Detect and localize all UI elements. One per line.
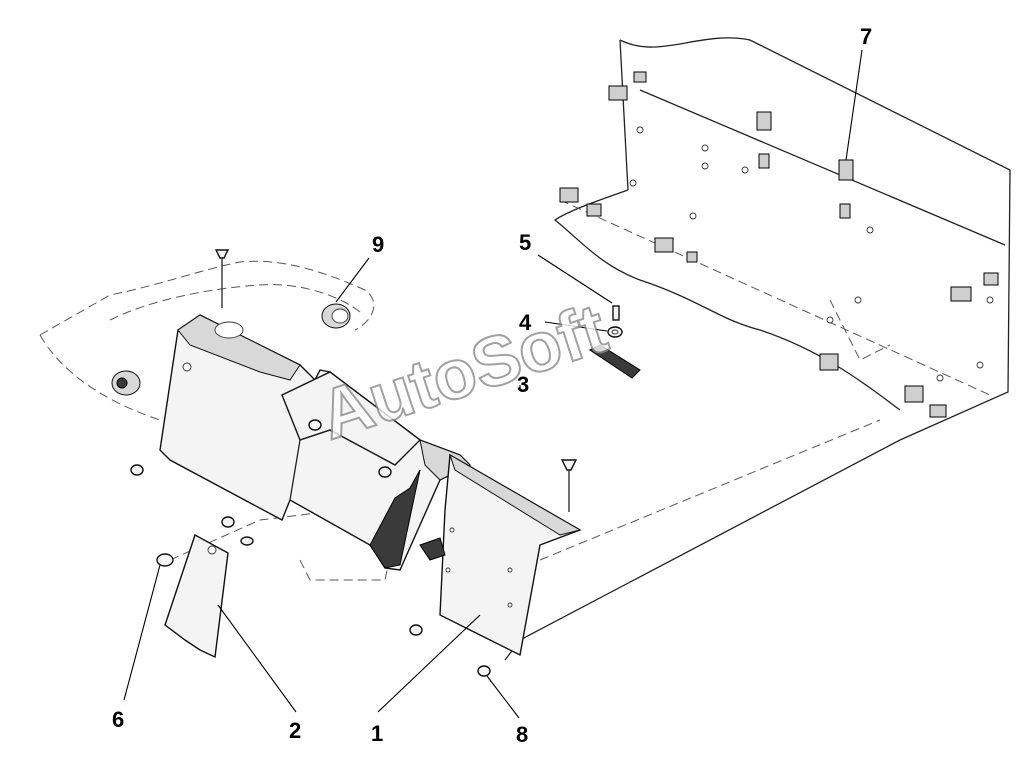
cover-plate: [164, 533, 229, 659]
screw: [477, 665, 491, 677]
callout-1: 1: [371, 721, 383, 746]
speed-nut-clip: [608, 85, 628, 101]
side-panel: [419, 453, 582, 657]
washer: [607, 326, 623, 338]
callout-7: 7: [860, 24, 872, 49]
screw: [409, 624, 423, 636]
callout-9: 9: [372, 232, 384, 257]
watermark: AutoSoft: [311, 289, 616, 454]
leader-lines: [123, 49, 863, 719]
speed-nut-clip: [586, 203, 602, 217]
callout-8: 8: [516, 722, 528, 747]
bolt: [612, 305, 620, 321]
cap-plug: [321, 303, 351, 329]
callout-6: 6: [112, 707, 124, 732]
speed-nut-clip: [633, 71, 647, 83]
speed-nut-clip: [904, 385, 924, 403]
screw: [130, 464, 144, 476]
speed-nut-clip: [983, 272, 999, 286]
speed-nut-clip: [758, 153, 770, 169]
screw: [308, 419, 322, 431]
callout-3: 3: [517, 372, 529, 397]
speed-nut-clip: [654, 237, 674, 253]
bracket: [589, 344, 641, 379]
knob: [156, 553, 174, 567]
speed-nut-clip: [929, 404, 947, 418]
speed-nut-clip: [756, 111, 772, 131]
speed-nut-clip: [950, 286, 972, 302]
speed-nut-clip: [686, 251, 698, 263]
screw: [560, 459, 578, 512]
console-body: [159, 314, 472, 571]
screw: [214, 249, 230, 308]
speed-nut-clip: [559, 187, 579, 203]
speed-nut-clip: [838, 159, 854, 181]
screw: [378, 466, 392, 478]
cap-plug-left: [111, 370, 141, 396]
callout-4: 4: [519, 310, 532, 335]
speed-nut-clip: [819, 353, 839, 371]
screw: [240, 536, 254, 546]
cup-holder-opening: [214, 321, 244, 339]
callout-5: 5: [519, 230, 531, 255]
screw: [221, 516, 235, 528]
speed-nut-clip: [839, 203, 851, 219]
callout-2: 2: [289, 718, 301, 743]
